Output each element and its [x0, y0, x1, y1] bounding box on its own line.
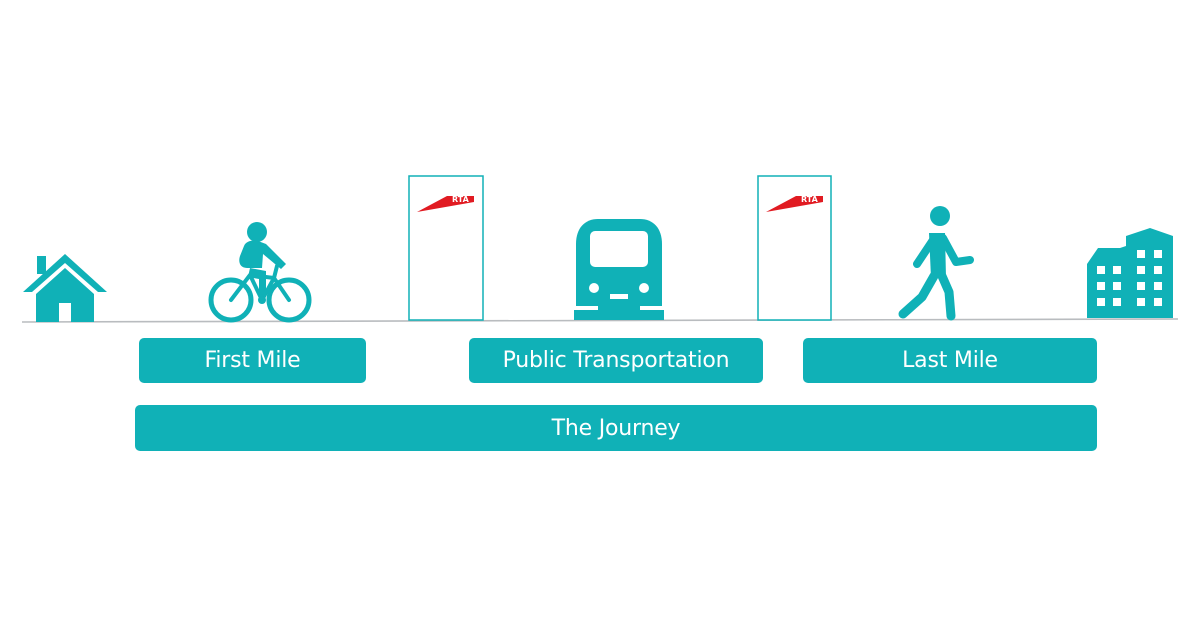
ground-baseline: [21, 318, 1179, 323]
first-mile-label: First Mile: [139, 338, 366, 383]
rta-station-gate-icon: RTA: [408, 175, 484, 321]
office-building-icon: [1087, 228, 1173, 318]
rta-logo-swoosh: [766, 196, 823, 212]
rta-logo-text: RTA: [452, 195, 470, 204]
bicycle-rider-icon: [208, 222, 312, 323]
public-transportation-label: Public Transportation: [469, 338, 763, 383]
metro-train-icon: [574, 219, 664, 320]
the-journey-label: The Journey: [135, 405, 1097, 451]
rta-station-gate-icon: RTA: [757, 175, 832, 321]
walking-person-icon: [898, 206, 974, 321]
home-icon: [23, 254, 107, 322]
rta-logo-text: RTA: [801, 195, 819, 204]
last-mile-label: Last Mile: [803, 338, 1097, 383]
rta-logo-swoosh: [417, 196, 474, 212]
